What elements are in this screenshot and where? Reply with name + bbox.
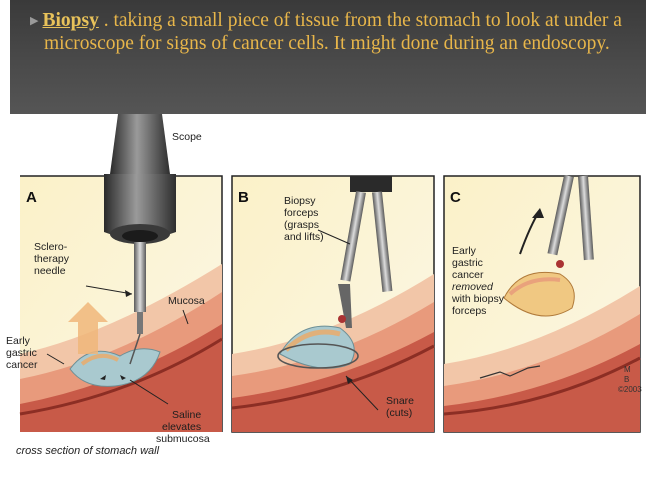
forceps-label-2: forceps: [284, 207, 318, 219]
saline-label-2: elevates: [162, 421, 201, 433]
panel-a-letter: A: [26, 189, 37, 206]
cancer-a-label-1: Early: [6, 335, 31, 347]
saline-label-3: submucosa: [156, 433, 210, 445]
removed-label-6: forceps: [452, 305, 486, 317]
needle-label-3: needle: [34, 265, 66, 277]
bullet-arrow-icon: ▶: [30, 14, 38, 27]
removed-label-5: with biopsy: [451, 293, 505, 305]
bullet-description: . taking a small piece of tissue from th…: [44, 10, 622, 54]
snare-label-2: (cuts): [386, 407, 412, 419]
removed-label-1: Early: [452, 245, 477, 257]
cancer-a-label-2: gastric: [6, 347, 37, 359]
watermark-line-2: B: [624, 375, 629, 384]
bullet-text: ▶ Biopsy . taking a small piece of tissue…: [30, 9, 622, 55]
panel-a: A Scope Sclero- therapy needle Mucosa Ea…: [6, 114, 222, 445]
saline-label-1: Saline: [172, 409, 201, 421]
needle-label-2: therapy: [34, 253, 70, 265]
panel-c-letter: C: [450, 189, 461, 206]
watermark-line-3: ©2003: [618, 385, 642, 394]
forceps-label-4: and lifts): [284, 231, 324, 243]
removed-label-3: cancer: [452, 269, 484, 281]
biopsy-term-link[interactable]: Biopsy: [42, 10, 98, 31]
panel-b-letter: B: [238, 189, 249, 206]
forceps-label-1: Biopsy: [284, 195, 316, 207]
cancer-a-label-3: cancer: [6, 359, 38, 371]
snare-label-1: Snare: [386, 395, 414, 407]
figure-caption: cross section of stomach wall: [16, 445, 160, 457]
needle-label-1: Sclero-: [34, 241, 68, 253]
biopsy-illustration: A Scope Sclero- therapy needle Mucosa Ea…: [0, 114, 646, 488]
removed-label-4: removed: [452, 281, 494, 293]
watermark-line-1: M: [624, 365, 631, 374]
forceps-label-3: (grasps: [284, 219, 319, 231]
removed-label-2: gastric: [452, 257, 483, 269]
panel-b: B Biopsy forceps (grasps and lifts) Snar…: [232, 176, 434, 432]
scope-label: Scope: [172, 131, 202, 143]
slide-banner: ▶ Biopsy . taking a small piece of tissue…: [10, 0, 646, 114]
panel-c: C Early gastric cancer removed with biop…: [444, 175, 642, 432]
mucosa-label: Mucosa: [168, 295, 205, 307]
